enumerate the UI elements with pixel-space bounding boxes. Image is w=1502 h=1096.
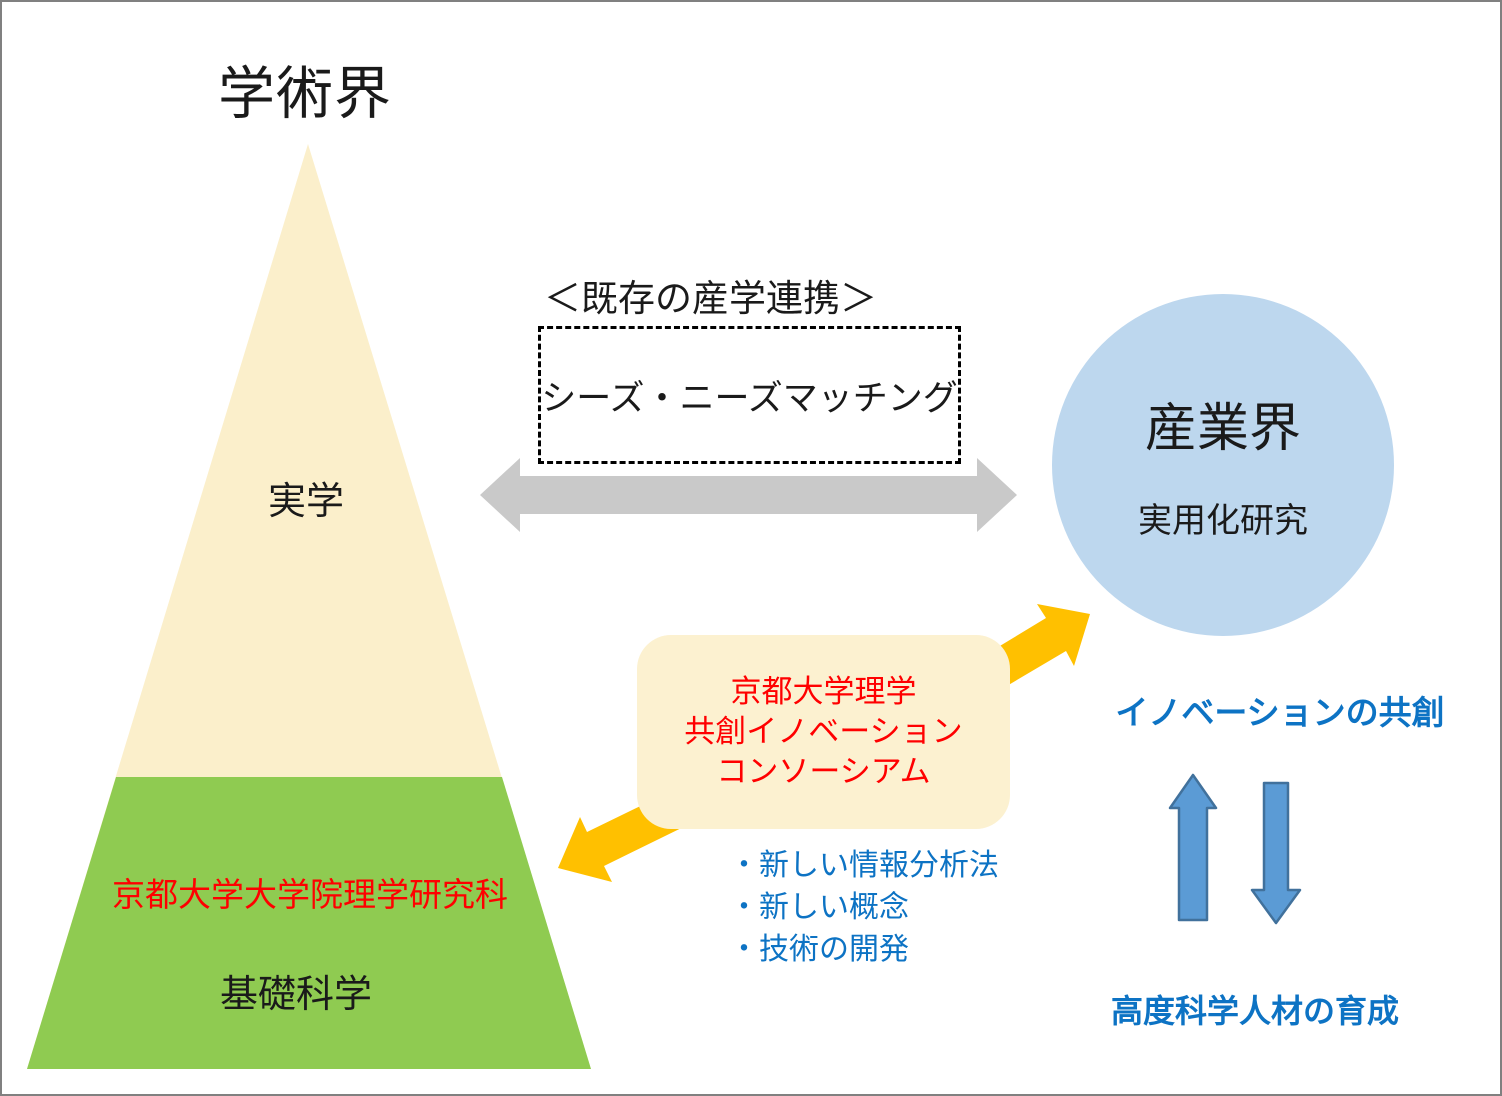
industry-circle-subtitle: 実用化研究 — [1138, 502, 1308, 540]
seeds-needs-matching-box: シーズ・ニーズマッチング — [538, 326, 961, 464]
consortium-line: コンソーシアム — [716, 754, 931, 789]
pyramid-organization-label: 京都大学大学院理学研究科 — [112, 876, 508, 913]
seeds-needs-matching-label: シーズ・ニーズマッチング — [541, 378, 958, 418]
two-way-arrow — [480, 458, 1017, 532]
outputs-list-item: ・新しい情報分析法 — [729, 849, 999, 882]
down-arrow-icon — [1250, 781, 1302, 925]
existing-collaboration-heading: ＜既存の産学連携＞ — [544, 278, 877, 319]
industry-circle-title: 産業界 — [1144, 400, 1301, 458]
pyramid-lower-label: 基礎科学 — [219, 974, 372, 1016]
human-resources-label: 高度科学人材の育成 — [1110, 993, 1399, 1029]
pyramid-upper-label: 実学 — [267, 481, 344, 523]
pyramid-lower-section — [27, 777, 591, 1069]
industry-circle — [1052, 294, 1394, 636]
academia-title: 学術界 — [218, 62, 392, 126]
innovation-cocreation-label: イノベーションの共創 — [1115, 694, 1445, 731]
consortium-line: 京都大学理学 — [730, 674, 917, 709]
outputs-list-item: ・技術の開発 — [729, 933, 909, 966]
consortium-box: 京都大学理学 共創イノベーション コンソーシアム — [637, 635, 1010, 829]
outputs-list-item: ・新しい概念 — [729, 891, 909, 924]
outputs-list: ・新しい情報分析法 ・新しい概念 ・技術の開発 — [729, 845, 999, 971]
consortium-line: 共創イノベーション — [684, 714, 963, 749]
up-arrow-icon — [1168, 773, 1218, 922]
